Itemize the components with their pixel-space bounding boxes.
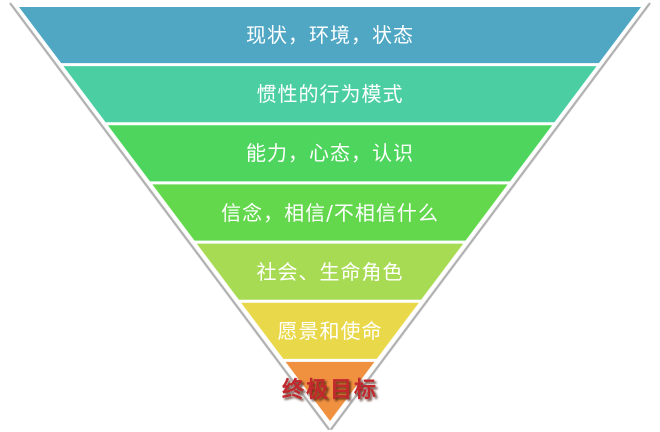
pyramid-level-1-label: 现状，环境，状态 [246,23,414,48]
pyramid-level-3-label: 能力，心态，认识 [246,141,414,166]
pyramid-level-6-label: 愿景和使命 [277,318,383,343]
pyramid-level-5-label: 社会、生命角色 [256,259,404,284]
pyramid-level-2-label: 惯性的行为模式 [256,82,404,107]
pyramid-level-4-label: 信念，相信/不相信什么 [221,200,439,225]
pyramid-level-7-label: 终极目标 [281,378,378,404]
